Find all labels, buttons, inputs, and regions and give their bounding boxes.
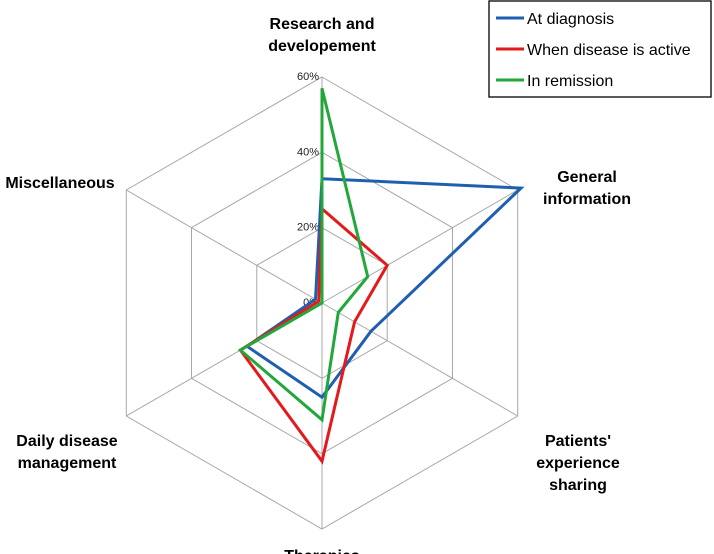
axis-label-therapies: Therapies <box>284 548 360 554</box>
legend-label-when-disease-is-active: When disease is active <box>527 42 691 59</box>
series-line-in-remission <box>237 87 370 423</box>
tick-label-20: 20% <box>297 222 319 234</box>
legend-label-at-diagnosis: At diagnosis <box>527 11 614 28</box>
tick-label-40: 40% <box>297 146 319 158</box>
grid-spoke-general-information <box>321 189 518 304</box>
legend-box <box>488 0 712 98</box>
axis-label-miscellaneous: Miscellaneous <box>5 175 114 192</box>
series-line-at-diagnosis <box>244 177 525 400</box>
grid-spoke-miscellaneous <box>126 189 323 304</box>
legend-label-in-remission: In remission <box>527 73 613 90</box>
series-lines <box>237 87 525 465</box>
tick-label-60: 60% <box>297 71 319 83</box>
series-line-when-disease-is-active <box>238 205 390 465</box>
